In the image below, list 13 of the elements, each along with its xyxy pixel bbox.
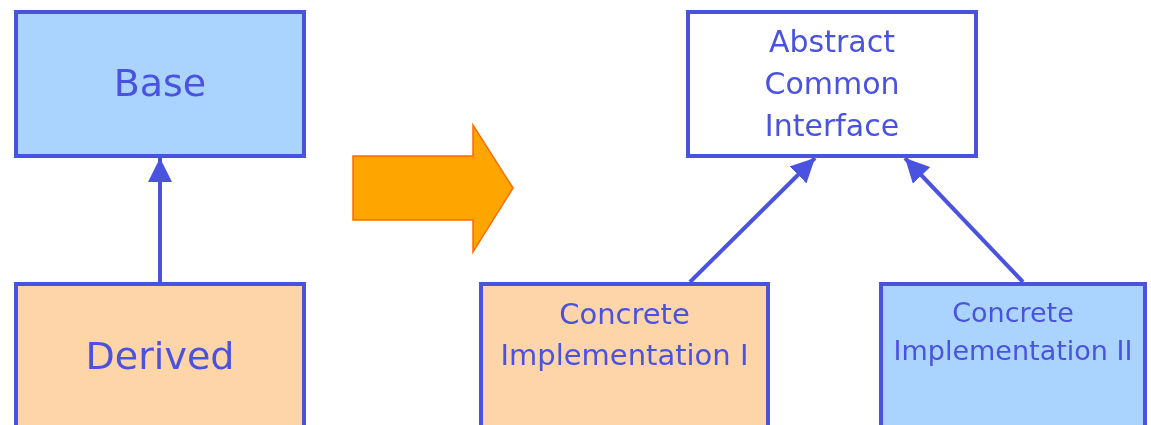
class-name: Concrete Implementation II [893, 296, 1133, 368]
class-box [686, 10, 978, 158]
class-name: Base [113, 60, 207, 108]
arrow [688, 156, 817, 284]
arrow [903, 156, 1025, 284]
class-name: Derived [85, 333, 235, 380]
class-box [879, 282, 1147, 425]
class-box [14, 282, 306, 425]
class-name: Abstract Common Interface [763, 23, 901, 145]
class-box [14, 10, 306, 158]
class-name: Concrete Implementation I [499, 296, 750, 374]
class-box [479, 282, 770, 425]
arrow [148, 158, 172, 282]
